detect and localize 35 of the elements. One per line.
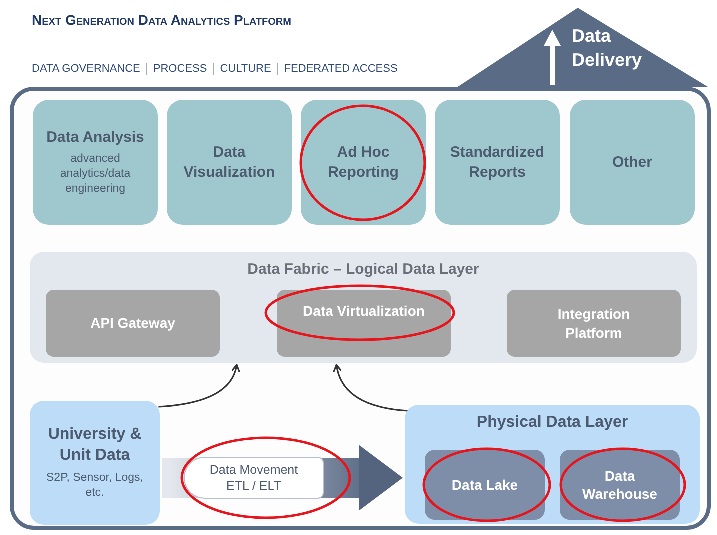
box-label: Data Warehouse xyxy=(582,466,658,504)
layer-panel xyxy=(405,405,700,524)
subtitle-label: PROCESS xyxy=(153,63,208,75)
delivery-triangle xyxy=(458,6,708,87)
box-label: Data Virtualization xyxy=(302,302,426,320)
box-description: S2P, Sensor, Logs, etc. xyxy=(46,470,144,501)
box-label: Data Analysis xyxy=(46,128,146,148)
source-box xyxy=(30,401,160,525)
subtitle-label: DATA GOVERNANCE xyxy=(32,63,140,75)
subtitle-label: FEDERATED ACCESS xyxy=(284,63,398,75)
function-box xyxy=(435,100,560,225)
box-label: Other xyxy=(611,152,654,172)
component-box xyxy=(277,290,451,357)
box-label: Data Delivery xyxy=(572,25,642,72)
layer-band xyxy=(30,252,697,363)
box-label: Data Visualization xyxy=(182,143,276,182)
box-label: Data Lake xyxy=(450,476,520,494)
box-label: API Gateway xyxy=(90,314,176,333)
title: Next Generation Data Analytics Platform xyxy=(32,12,292,28)
box-label: Standardized Reports xyxy=(449,143,546,182)
layer-heading: Data Fabric – Logical Data Layer xyxy=(246,260,480,280)
box-label: Integration Platform xyxy=(556,305,632,342)
function-box xyxy=(570,100,695,225)
subtitle-label: CULTURE xyxy=(220,63,272,75)
function-box xyxy=(33,100,158,225)
curved-arrow xyxy=(158,364,240,408)
box-label: University & Unit Data xyxy=(47,425,143,466)
edge-label: Data Movement ETL / ELT xyxy=(184,457,324,499)
component-box xyxy=(507,290,681,357)
curved-arrow xyxy=(333,364,408,412)
function-box xyxy=(167,100,292,225)
box-description: advanced analytics/data engineering xyxy=(59,152,132,197)
component-box xyxy=(46,290,220,357)
layer-heading: Physical Data Layer xyxy=(476,413,630,433)
box-label: Ad Hoc Reporting xyxy=(327,143,400,182)
